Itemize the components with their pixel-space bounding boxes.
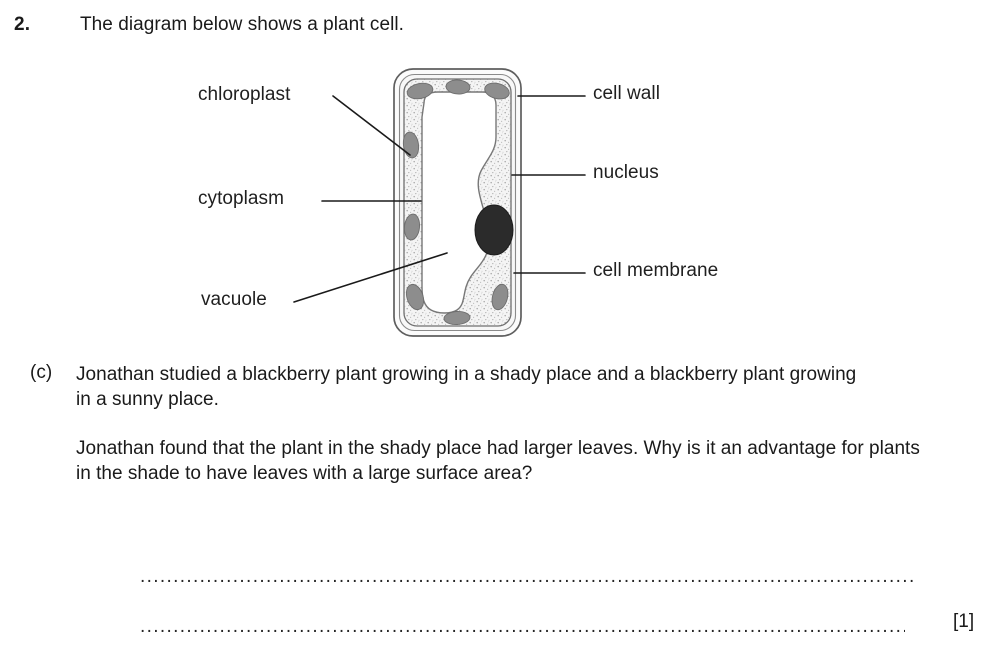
diagram-label-cell-membrane: cell membrane [593,260,719,281]
diagram-label-nucleus: nucleus [593,162,659,183]
answer-area: ........................................… [0,556,1000,656]
leader-line-chloroplast [332,95,411,156]
question-header: 2. The diagram below shows a plant cell. [0,14,1000,44]
plant-cell-illustration [293,68,586,337]
answer-line-1[interactable]: ........................................… [140,566,915,586]
part-letter: (c) [30,362,53,383]
part-c-context-text: Jonathan studied a blackberry plant grow… [76,364,857,410]
diagram-label-cell-wall: cell wall [593,83,660,104]
diagram-label-cytoplasm: cytoplasm [198,188,284,209]
part-c-body: Jonathan studied a blackberry plant grow… [76,362,956,486]
leader-lines [293,95,586,303]
answer-line-2[interactable]: ........................................… [140,616,905,636]
diagram-label-vacuole: vacuole [201,289,267,310]
chloroplast-shapes [402,79,510,325]
nucleus-shape [474,204,514,256]
marks-indicator: [1] [953,611,975,632]
diagram-label-chloroplast: chloroplast [198,84,291,105]
part-c-question-text: Jonathan found that the plant in the sha… [76,438,920,484]
plant-cell-diagram: chloroplast cytoplasm vacuole cell wall … [0,55,1000,350]
leader-line-vacuole [293,252,448,303]
question-stem-text: The diagram below shows a plant cell. [80,14,404,35]
question-number: 2. [14,14,31,35]
